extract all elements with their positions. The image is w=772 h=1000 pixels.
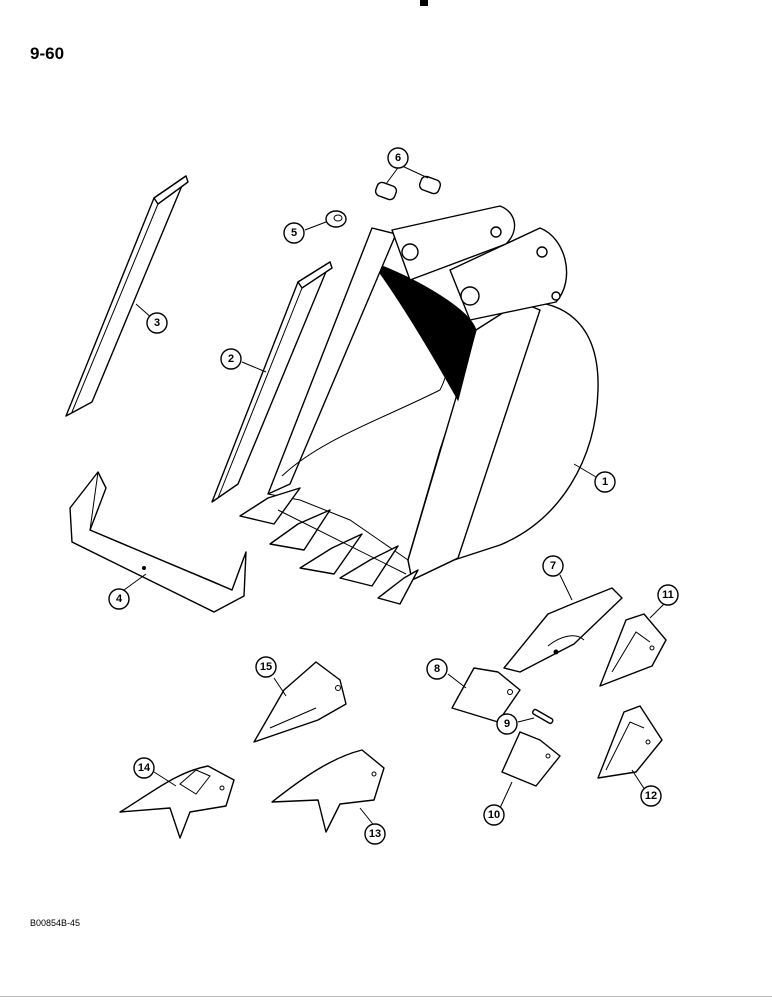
callout-15: 15 (255, 656, 277, 678)
callout-1: 1 (594, 471, 616, 493)
svg-text:3: 3 (154, 317, 160, 329)
svg-text:15: 15 (260, 661, 272, 673)
leader-lines (123, 164, 665, 829)
svg-text:4: 4 (116, 593, 123, 605)
part-1-bucket (267, 205, 599, 581)
svg-text:10: 10 (488, 809, 500, 821)
svg-text:6: 6 (395, 152, 401, 164)
part-8-tooth (451, 667, 521, 723)
callout-6: 6 (387, 147, 409, 169)
callout-5: 5 (283, 222, 305, 244)
callout-14: 14 (133, 757, 155, 779)
callout-11: 11 (657, 584, 679, 606)
part-14-tooth (119, 765, 235, 839)
callout-2: 2 (220, 348, 242, 370)
callout-9: 9 (496, 713, 518, 735)
callout-3: 3 (146, 312, 168, 334)
part-11-tooth (599, 613, 667, 687)
callout-13: 13 (364, 823, 386, 845)
svg-text:12: 12 (645, 790, 657, 802)
callout-10: 10 (483, 804, 505, 826)
part-13-tooth (271, 749, 385, 833)
svg-text:14: 14 (138, 762, 151, 774)
part-5-bushing (325, 210, 347, 228)
part-15-tooth (253, 661, 347, 743)
callout-12: 12 (640, 785, 662, 807)
part-10-tooth (501, 731, 561, 787)
part-12-tooth (597, 705, 663, 779)
part-6-bushings (374, 175, 442, 201)
part-3-side-cutter (65, 175, 189, 417)
svg-text:13: 13 (369, 828, 381, 840)
part-2-side-cutter (211, 261, 333, 503)
bucket-teeth (239, 487, 419, 605)
callout-7: 7 (542, 555, 564, 577)
svg-text:9: 9 (504, 718, 510, 730)
part-9-pin (532, 708, 554, 725)
part-4-wear-strip (69, 471, 247, 613)
svg-text:8: 8 (434, 663, 440, 675)
svg-text:7: 7 (550, 560, 556, 572)
svg-text:11: 11 (662, 589, 674, 601)
figure-code: B00854B-45 (30, 918, 81, 928)
svg-text:2: 2 (228, 353, 234, 365)
callout-4: 4 (108, 588, 130, 610)
svg-text:5: 5 (291, 227, 297, 239)
callout-8: 8 (426, 658, 448, 680)
bottom-rule (0, 996, 772, 997)
part-7-adapter (503, 587, 623, 673)
page-number: 9-60 (30, 44, 65, 63)
page-top-mark (420, 0, 428, 6)
svg-text:1: 1 (602, 476, 608, 488)
